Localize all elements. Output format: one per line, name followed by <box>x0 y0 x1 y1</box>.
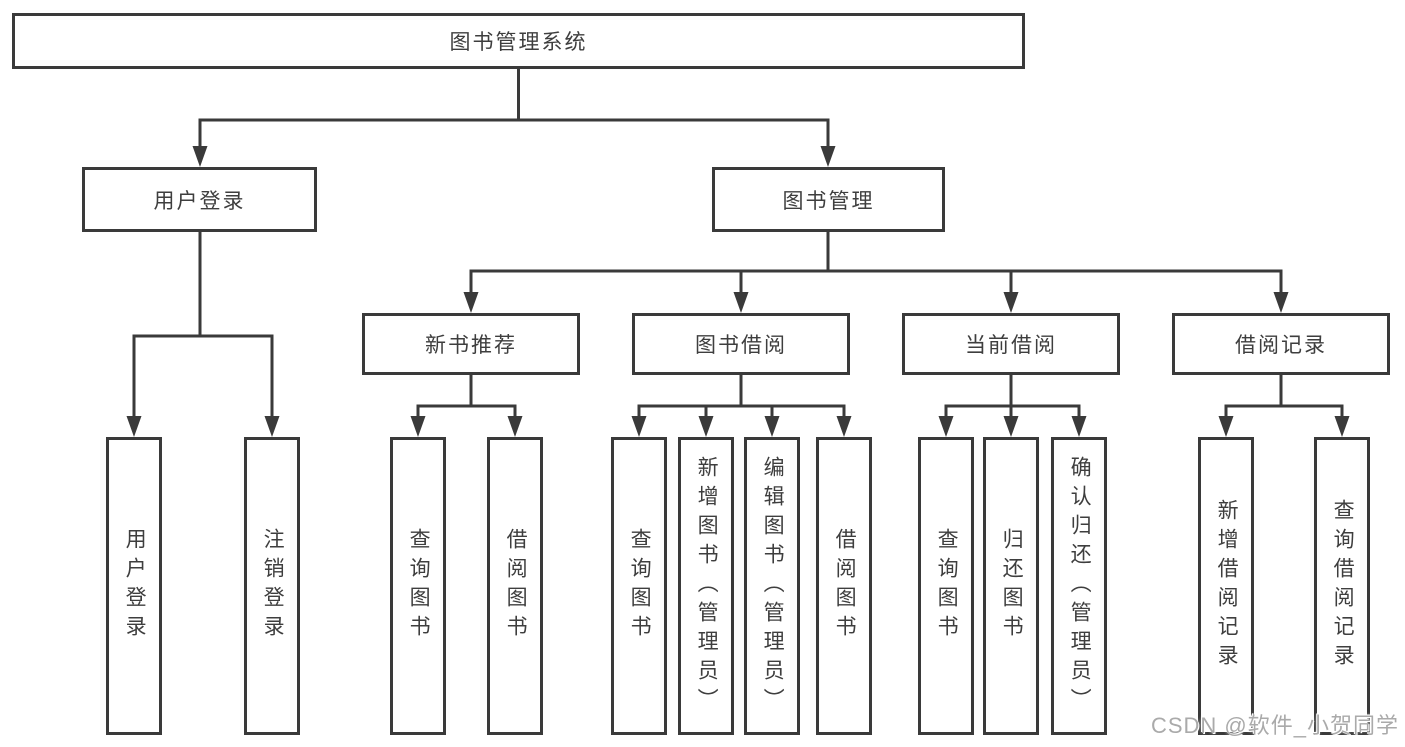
node-book-borrowing: 图书借阅 <box>632 313 850 375</box>
leaf-borrow-books-borrowing: 借阅图书 <box>816 437 872 735</box>
leaf-add-book-admin: 新增图书（管理员） <box>678 437 734 735</box>
leaf-borrow-books-recommend: 借阅图书 <box>487 437 543 735</box>
leaf-label: 编辑图书（管理员） <box>761 455 785 717</box>
node-book-management: 图书管理 <box>712 167 945 232</box>
leaf-return-book: 归还图书 <box>983 437 1039 735</box>
node-label: 图书管理系统 <box>449 31 588 54</box>
node-label: 图书借阅 <box>695 334 787 357</box>
node-library-system: 图书管理系统 <box>12 13 1025 69</box>
leaf-logout: 注销登录 <box>244 437 300 735</box>
node-label: 图书管理 <box>782 189 875 213</box>
node-new-book-recommend: 新书推荐 <box>362 313 580 375</box>
leaf-query-books-recommend: 查询图书 <box>390 437 446 735</box>
leaf-label: 注销登录 <box>261 528 285 644</box>
leaf-label: 新增借阅记录 <box>1215 499 1239 673</box>
leaf-user-login: 用户登录 <box>106 437 162 735</box>
leaf-label: 查询图书 <box>407 528 431 644</box>
leaf-label: 新增图书（管理员） <box>695 455 719 717</box>
leaf-label: 查询图书 <box>628 528 652 644</box>
connector-path <box>132 69 1344 419</box>
node-label: 当前借阅 <box>965 334 1057 357</box>
leaf-label: 借阅图书 <box>833 528 857 644</box>
leaf-query-books-borrowing: 查询图书 <box>611 437 667 735</box>
leaf-edit-book-admin: 编辑图书（管理员） <box>744 437 800 735</box>
leaf-query-borrow-record: 查询借阅记录 <box>1314 437 1370 735</box>
node-label: 借阅记录 <box>1235 334 1327 357</box>
leaf-label: 归还图书 <box>1000 528 1024 644</box>
watermark: CSDN @软件_小贺同学 <box>1150 713 1399 738</box>
node-label: 新书推荐 <box>425 334 517 357</box>
leaf-label: 确认归还（管理员） <box>1068 455 1092 717</box>
leaf-label: 用户登录 <box>123 528 147 644</box>
node-current-borrowing: 当前借阅 <box>902 313 1120 375</box>
leaf-label: 借阅图书 <box>504 528 528 644</box>
leaf-add-borrow-record: 新增借阅记录 <box>1198 437 1254 735</box>
leaf-confirm-return-admin: 确认归还（管理员） <box>1051 437 1107 735</box>
leaf-query-books-current: 查询图书 <box>918 437 974 735</box>
leaf-label: 查询借阅记录 <box>1331 499 1355 673</box>
node-user-login: 用户登录 <box>82 167 317 232</box>
node-label: 用户登录 <box>153 189 246 213</box>
leaf-label: 查询图书 <box>935 528 959 644</box>
node-borrowing-records: 借阅记录 <box>1172 313 1390 375</box>
